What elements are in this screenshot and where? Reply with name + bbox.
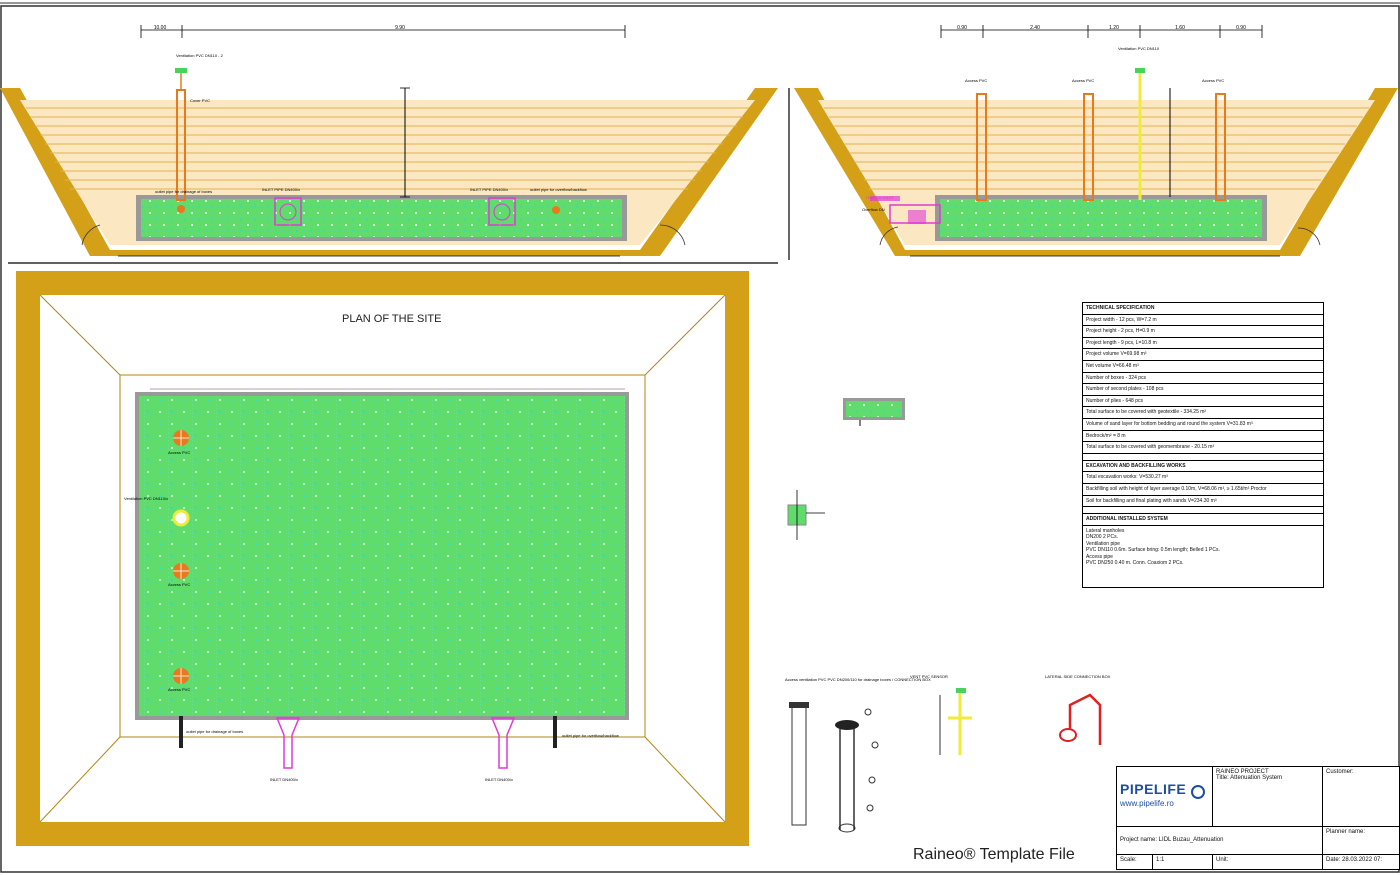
detail-lateral-connection: LATERAL SIDE CONNECTION BOX [1045, 674, 1111, 745]
spec-row: Bedrock/m² = 8 m [1083, 431, 1323, 443]
dim-right-1: 0.90 [957, 25, 967, 31]
plan-title: PLAN OF THE SITE [342, 313, 442, 325]
spec-title: TECHNICAL SPECIFICATION [1083, 303, 1323, 315]
dim-right-5: 0.90 [1236, 25, 1246, 31]
plan-outlet-left: outlet pipe for drainage of boxes [186, 729, 243, 734]
label-outlet-left: outlet pipe for drainage of boxes [155, 189, 212, 194]
plan-side-label: Ventilation PVC DN110/x [124, 496, 168, 501]
plan-access-label-3: Access PVC [168, 687, 190, 692]
label-inlet2-left: INLET PIPE DN400/x [470, 187, 508, 192]
unit-cell: Unit: [1213, 855, 1323, 869]
planner-label: Planner name: [1326, 829, 1366, 835]
label-overflow-left: outlet pipe for overflow/backflow [530, 187, 587, 192]
dim-right-4: 1.60 [1175, 25, 1185, 31]
spec-gap [1083, 507, 1323, 515]
detail3-label: LATERAL SIDE CONNECTION BOX [1045, 674, 1111, 679]
spec-row: Project width - 12 pcs, W=7.2 m [1083, 315, 1323, 327]
spec-row: Project length - 9 pcs, L=10.8 m [1083, 338, 1323, 350]
customer-label: Customer: [1326, 769, 1354, 775]
excavation-row: Backfilling soil with height of layer av… [1083, 484, 1323, 496]
plan-inlet-label-2: INLET DN400/x [485, 777, 513, 782]
dim-left-1: 10.00 [154, 25, 167, 31]
detail-side-connection [787, 490, 825, 540]
spec-gap [1083, 454, 1323, 461]
logo-icon [1190, 785, 1205, 800]
sheet-border [0, 5, 1400, 873]
additional-line: PVC DN110 0.6m. Surface bring: 0.5m leng… [1086, 547, 1220, 554]
spec-row: Total surface to be covered with geomemb… [1083, 442, 1323, 454]
planner-cell: Planner name: [1323, 827, 1400, 855]
company-website: www.pipelife.ro [1120, 799, 1174, 809]
scale-value-cell: 1:1 [1153, 855, 1213, 869]
project-header-cell: RAINEO PROJECT Title: Attenuation System [1213, 767, 1323, 827]
additional-title: ADDITIONAL INSTALLED SYSTEM [1083, 514, 1323, 526]
scale-value: 1:1 [1156, 857, 1165, 863]
label-cover-left: Cover PVC [190, 98, 210, 103]
scale-label-cell: Scale: [1117, 855, 1153, 869]
plan-access-label-1: Access PVC [168, 450, 190, 455]
spec-row: Net volume V=66.48 m³ [1083, 361, 1323, 373]
label-vent-right: Ventilation PVC DN110 [1118, 46, 1160, 51]
plan-outlet-right: outlet pipe for overflow/backflow [562, 733, 619, 738]
label-access-1: Access PVC [965, 78, 987, 83]
excavation-row: Total excavation works: V=530.27 m³ [1083, 472, 1323, 484]
label-overflow-dn: Overflow DN [862, 207, 885, 212]
plan-inlet-label-1: INLET DN400/x [270, 777, 298, 782]
additional-line: PVC DN250 0.40 m. Conn. Coaxiom 2 PCs. [1086, 560, 1184, 567]
date-value: Date: 28.03.2022 07: [1326, 857, 1383, 863]
additional-line: Ventilation pipe [1086, 540, 1120, 547]
dim-right-2: 2.40 [1030, 25, 1040, 31]
spec-row: Project volume V=69.98 m³ [1083, 349, 1323, 361]
label-inlet1-left: INLET PIPE DN400/x [262, 187, 300, 192]
plan-access-label-2: Access PVC [168, 582, 190, 587]
detail1-label: Access ventilation PVC PVC DN200/110 for… [785, 677, 931, 682]
spec-row: Total surface to be covered with geotext… [1083, 407, 1323, 419]
label-vent-left: Ventilation PVC DN110 - 2 [176, 53, 224, 58]
spec-row: Number of second plates - 108 pcs [1083, 384, 1323, 396]
project-name: Project name: LIDL Buzau_Attenuation [1120, 837, 1224, 843]
scale-label: Scale: [1120, 857, 1137, 863]
customer-cell: Customer: [1323, 767, 1400, 827]
site-plan: Access PVC Access PVC Access PVC Ventila… [16, 271, 749, 846]
detail-small-section [843, 398, 905, 426]
dim-right-3: 1.20 [1109, 25, 1119, 31]
additional-line: Access pipe [1086, 553, 1113, 560]
template-label: Raineo® Template File [913, 846, 1075, 863]
detail2-label: VENT PVC SENSOR [910, 674, 948, 679]
drawing-title: Title: Attenuation System [1216, 775, 1283, 781]
title-block: PIPELIFE www.pipelife.ro RAINEO PROJECT … [1116, 766, 1400, 870]
additional-block: Lateral manholes DN200 2 PCs. Ventilatio… [1083, 526, 1323, 569]
detail-access-ventilation: Access ventilation PVC PVC DN200/110 for… [785, 677, 931, 833]
label-access-3: Access PVC [1202, 78, 1224, 83]
spec-row: Volume of sand layer for bottom bedding … [1083, 419, 1323, 431]
section-right: 0.90 2.40 1.20 1.60 0.90 Ventilation PVC… [794, 25, 1398, 257]
unit-label: Unit: [1216, 857, 1229, 863]
detail-vent-sensor: VENT PVC SENSOR [910, 674, 972, 755]
additional-line: DN200 2 PCs. [1086, 534, 1118, 541]
spec-row: Number of boxes - 324 pcs [1083, 373, 1323, 385]
section-left: 10.00 9.90 [0, 25, 778, 257]
project-header: RAINEO PROJECT [1216, 769, 1269, 775]
label-access-2: Access PVC [1072, 78, 1094, 83]
logo-cell: PIPELIFE www.pipelife.ro [1117, 767, 1213, 827]
excavation-title: EXCAVATION AND BACKFILLING WORKS [1083, 461, 1323, 473]
spec-row: Number of plies - 648 pcs [1083, 396, 1323, 408]
date-cell: Date: 28.03.2022 07: [1323, 855, 1400, 869]
project-name-cell: Project name: LIDL Buzau_Attenuation [1117, 827, 1323, 855]
excavation-row: Soil for backfilling and final plating w… [1083, 496, 1323, 508]
technical-specification-table: TECHNICAL SPECIFICATION Project width - … [1082, 302, 1324, 588]
additional-line: Lateral manholes [1086, 527, 1125, 534]
spec-row: Project height - 2 pcs, H=0.9 m [1083, 326, 1323, 338]
label-overflow-right: Overflow INLET [866, 195, 895, 200]
dim-left-2: 9.90 [395, 25, 405, 31]
company-logo: PIPELIFE [1120, 781, 1187, 797]
